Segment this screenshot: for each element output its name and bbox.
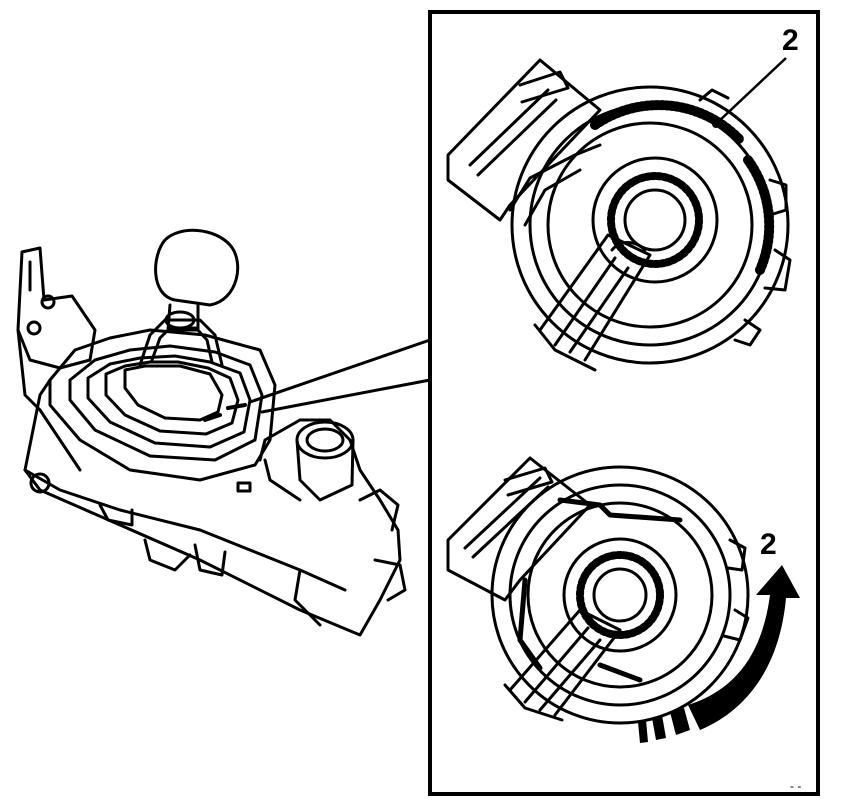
locking-ring-outer-lower — [490, 465, 750, 725]
detail-frame — [428, 10, 820, 796]
splined-hub — [591, 156, 719, 284]
curved-arrow-icon — [638, 565, 800, 743]
gear-shifter-assembly — [16, 228, 432, 637]
callout-label-bottom: 2 — [760, 528, 777, 561]
shift-shaft-lower — [508, 608, 622, 717]
leader-line-upper — [248, 338, 432, 404]
retaining-plate — [446, 58, 602, 222]
shift-shaft — [538, 233, 652, 362]
splined-hub-lower — [562, 537, 678, 653]
shift-knob — [154, 228, 240, 332]
shift-boot — [48, 318, 277, 482]
detail-bottom-released — [446, 456, 750, 725]
callout-label-top: 2 — [782, 24, 799, 57]
detail-top-locked — [446, 58, 792, 372]
retaining-plate-lower — [446, 456, 592, 602]
footer-mark: - - — [790, 779, 801, 793]
leader-line-lower — [260, 378, 432, 414]
shifter-housing — [23, 378, 407, 637]
callout-2-top: 2 — [712, 24, 799, 128]
locking-ring-outer — [510, 85, 790, 365]
mounting-bracket — [16, 246, 97, 412]
